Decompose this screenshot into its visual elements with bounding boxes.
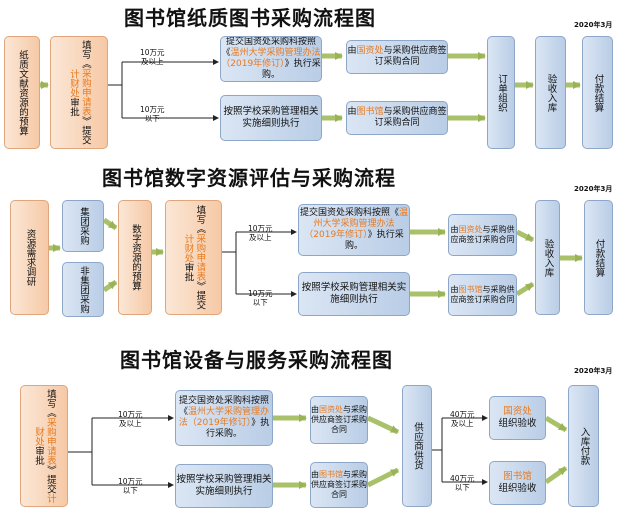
needs-survey-box: 资源需求调研 [10,200,49,315]
contract-guozi-box: 由国资处与采购供应商签订采购合同 [346,40,448,74]
section1-thick-arrows [40,52,581,122]
library-acceptance-box: 图书馆组织验收 [489,461,546,505]
accept-box: 验收入库 [535,36,566,149]
budget-box: 纸质文献资源的预算 [4,36,40,149]
section2-thick-arrows [49,217,583,298]
approval-text: 填写《采购申请表》提交计财处审批 [68,40,91,145]
submit-guozi-box: 提交国资处采购科按照《温州大学采购管理办法（2019年修订）》执行采购。 [220,36,322,82]
guozi-acceptance-box: 国资处组织验收 [489,396,546,440]
threshold-over-label-2: 10万元及以上 [248,224,273,242]
section2-date: 2020年3月 [574,185,613,193]
section3-title: 图书馆设备与服务采购流程图 [120,348,393,372]
digital-budget-box: 数字资源的预算 [118,200,152,315]
submit-guozi-box-2: 提交国资处采购科按照《温州大学采购管理办法（2019年修订）》执行采购。 [298,204,410,256]
section2-title: 图书馆数字资源评估与采购流程 [102,166,396,190]
supplier-delivery-box: 供应商供货 [402,385,432,507]
approval-box: 填写《采购申请表》提交计财处审批 [50,36,108,149]
section3-thick-arrows [273,414,568,489]
submit-guozi-box-3: 提交国资处采购科按照《温州大学采购管理办法（2019年修订）》执行采购。 [175,390,273,446]
nongroup-purchase-box: 非集团采购 [62,262,104,317]
contract-library-box-3: 由图书馆与采购供应商签订采购合同 [310,462,368,508]
section3-date: 2020年3月 [574,367,613,375]
school-rules-box: 按照学校采购管理相关实施细则执行 [220,95,322,141]
group-purchase-box: 集团采购 [62,200,104,252]
threshold-under-label: 10万元以下 [140,105,165,123]
section1-date: 2020年3月 [574,21,613,29]
threshold-under-label-3: 10万元以下 [118,477,143,495]
approval-box-2: 填写《采购申请表》提交计财处审批 [165,200,222,315]
section1-thin-lines [108,59,219,121]
school-rules-box-3: 按照学校采购管理相关实施细则执行 [175,464,273,508]
threshold-40-over-label: 40万元及以上 [450,410,475,428]
order-box: 订单组织 [487,36,515,149]
section2-thin-lines [222,229,297,297]
section3-thin-lines [68,415,488,488]
contract-library-box-2: 由图书馆与采购供应商签订采购合同 [448,274,517,316]
threshold-under-label-2: 10万元以下 [248,289,273,307]
school-rules-box-2: 按照学校采购管理相关实施细则执行 [298,272,410,316]
contract-guozi-box-3: 由国资处与采购供应商签订采购合同 [310,396,368,444]
store-payment-box: 入库付款 [568,385,599,507]
approval-box-3: 填写《采购申请表》提交计财处审批 [20,385,68,507]
section1-title: 图书馆纸质图书采购流程图 [124,6,376,30]
threshold-over-label-3: 10万元及以上 [118,410,143,428]
contract-library-box: 由图书馆与采购供应商签订采购合同 [346,101,448,135]
payment-box: 付款结算 [582,36,613,149]
payment-box-2: 付款结算 [584,200,613,315]
accept-box-2: 验收入库 [535,200,560,315]
threshold-over-label: 10万元及以上 [140,48,165,66]
contract-guozi-box-2: 由国资处与采购供应商签订采购合同 [448,214,517,256]
threshold-40-under-label: 40万元以下 [450,474,475,492]
